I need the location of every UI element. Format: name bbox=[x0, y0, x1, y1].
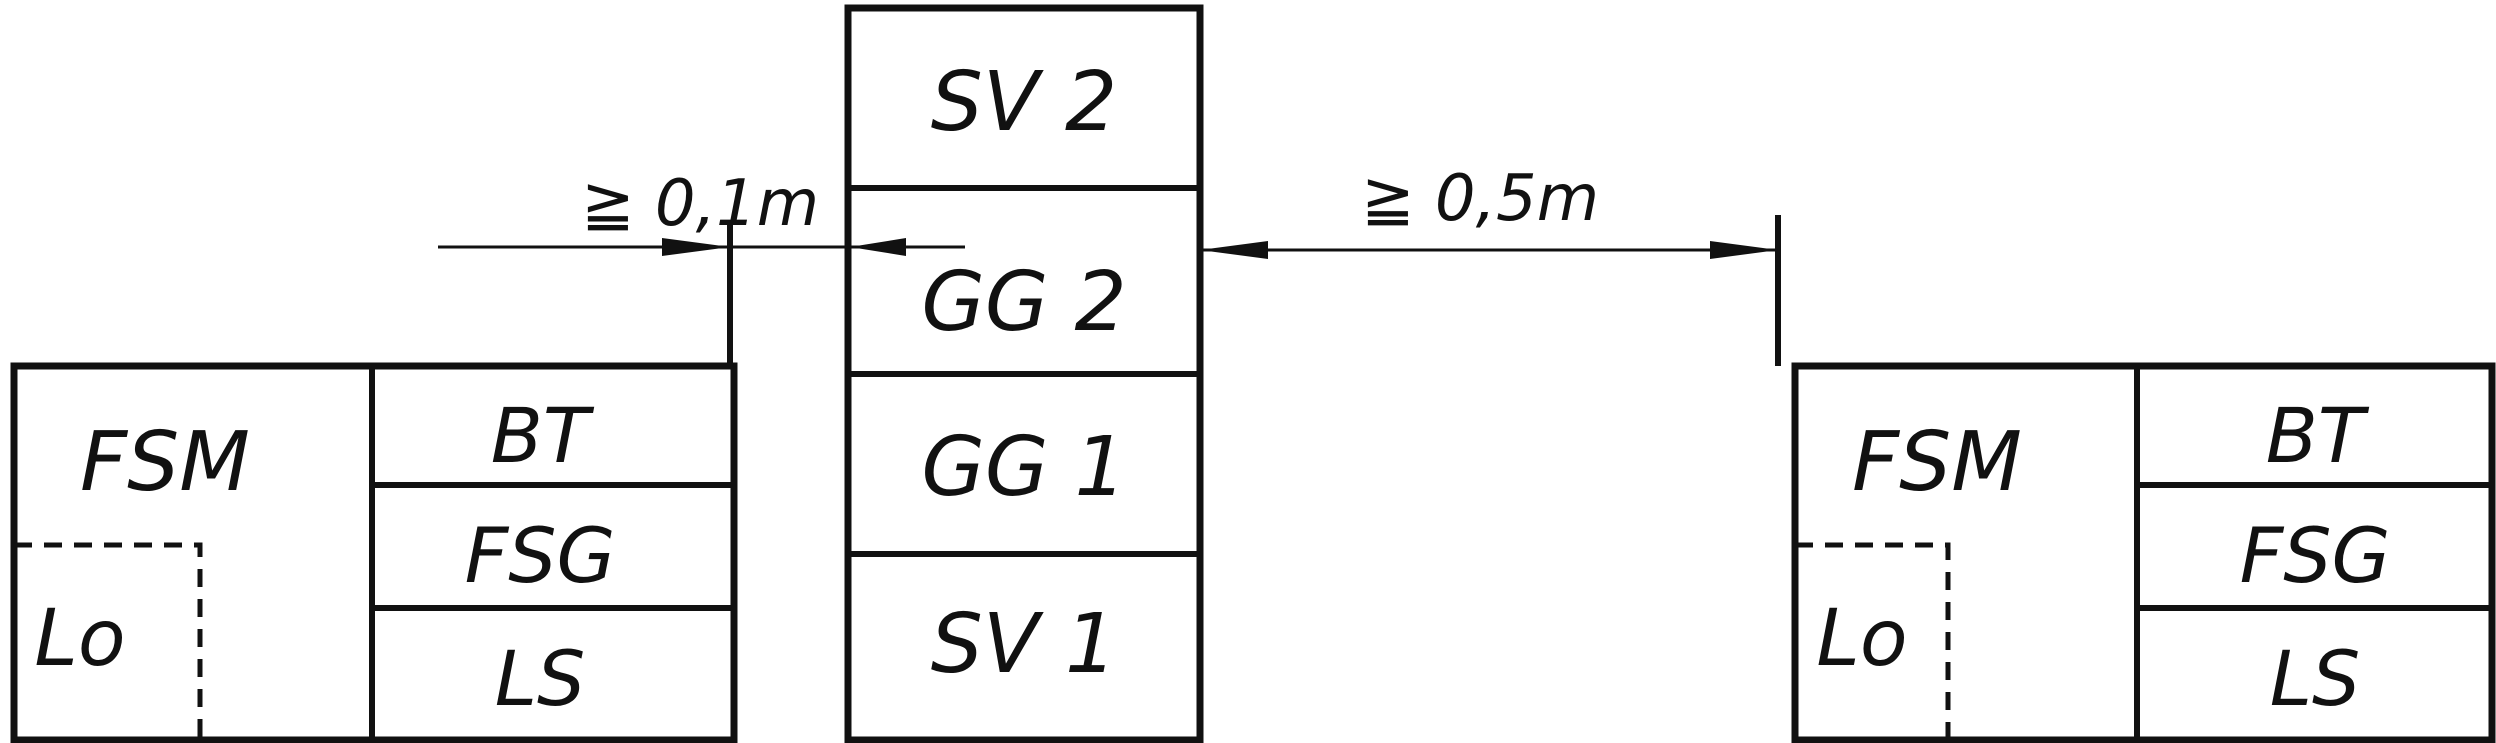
label-gg1: GG 1 bbox=[921, 420, 1126, 515]
right-dim-arrow-right bbox=[1710, 241, 1778, 259]
left-gap-label: ≧ 0,1m bbox=[581, 167, 819, 241]
left-dim-arrow-left bbox=[850, 238, 906, 256]
right-dimension: ≧ 0,5m bbox=[1200, 162, 1781, 366]
left-dim-arrow-right bbox=[662, 238, 730, 256]
left-label-bt: BT bbox=[491, 391, 595, 480]
left-label-fsg: FSG bbox=[465, 511, 616, 600]
right-lo-dashed-box bbox=[1795, 542, 1951, 740]
left-group: FSM Lo BT FSG LS bbox=[10, 362, 738, 743]
right-gap-label: ≧ 0,5m bbox=[1361, 162, 1599, 236]
label-gg2: GG 2 bbox=[921, 255, 1126, 350]
right-label-fsg: FSG bbox=[2240, 511, 2391, 600]
right-label-lo: Lo bbox=[1816, 594, 1907, 684]
left-label-lo: Lo bbox=[34, 594, 125, 684]
right-group-frame bbox=[1791, 362, 2496, 743]
right-label-fsm: FSM bbox=[1852, 415, 2022, 510]
right-group: FSM Lo BT FSG LS bbox=[1791, 362, 2496, 743]
left-dimension: ≧ 0,1m bbox=[438, 167, 965, 366]
center-stack: SV 2 GG 2 GG 1 SV 1 bbox=[844, 4, 1204, 743]
left-lo-dashed-box bbox=[14, 542, 203, 740]
label-sv1: SV 1 bbox=[931, 597, 1117, 692]
right-label-ls: LS bbox=[2270, 634, 2361, 723]
right-label-bt: BT bbox=[2266, 391, 2370, 480]
left-label-fsm: FSM bbox=[80, 415, 250, 510]
label-sv2: SV 2 bbox=[931, 55, 1117, 150]
left-label-ls: LS bbox=[495, 634, 586, 723]
right-dim-arrow-left bbox=[1200, 241, 1268, 259]
